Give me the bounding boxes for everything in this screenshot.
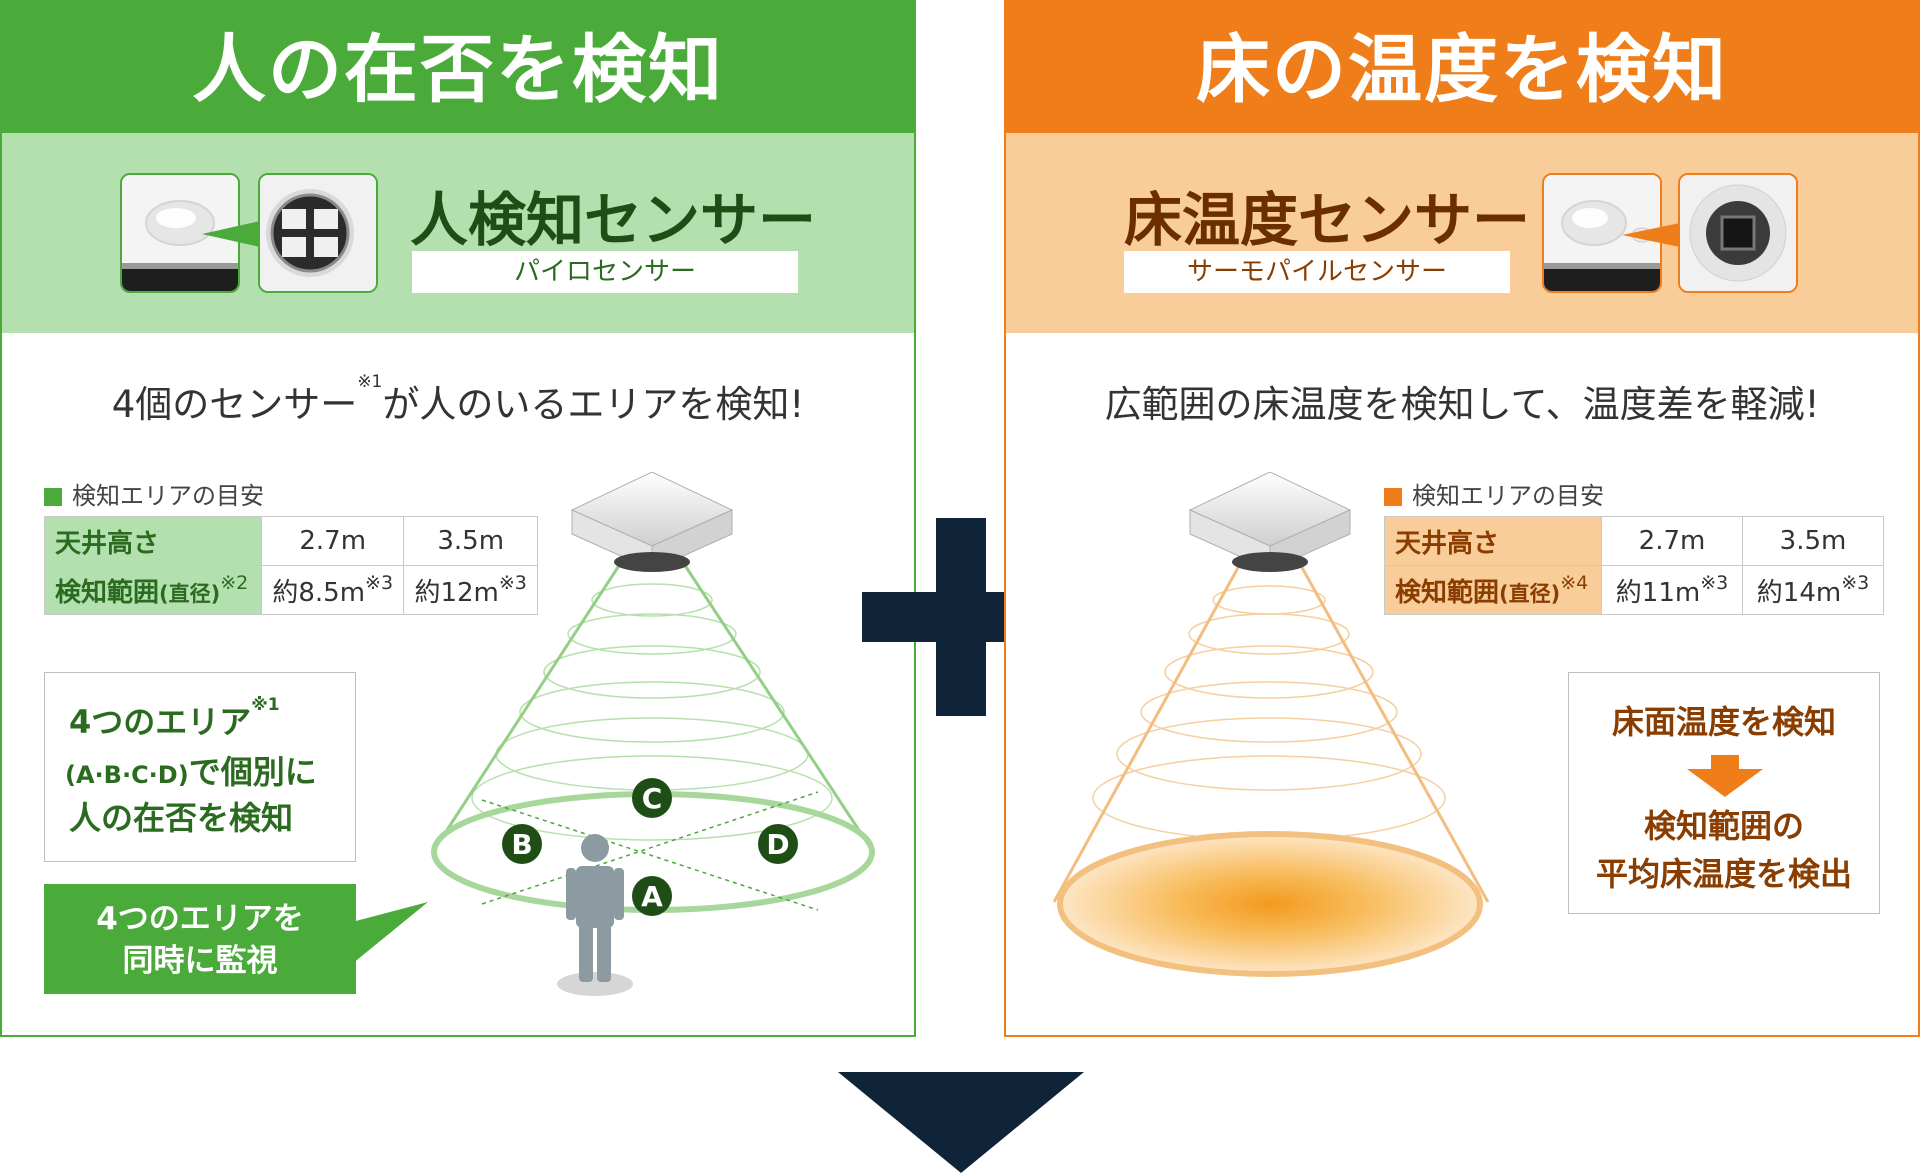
table-cell: 3.5m bbox=[403, 516, 538, 566]
floor-temperature-header: 床の温度を検知 bbox=[1006, 2, 1918, 133]
ceiling-height-label: 天井高さ bbox=[44, 516, 262, 566]
areas-line3: 人の在否を検知 bbox=[69, 799, 294, 837]
table-row: 検知範囲(直径)※4 約11m※3 約14m※3 bbox=[1384, 565, 1884, 615]
callout-line: 4つのエリアを bbox=[96, 901, 304, 937]
zone-c-marker bbox=[632, 778, 672, 818]
floor-spec-table: 天井高さ 2.7m 3.5m 検知範囲(直径)※4 約11m※3 約14m※3 bbox=[1384, 516, 1884, 615]
zone-b-marker bbox=[502, 824, 542, 864]
floor-temperature-cone bbox=[1052, 472, 1490, 977]
legend-square-icon bbox=[1384, 488, 1402, 506]
floor-sensor-band: 床温度センサー サーモパイルセンサー bbox=[1006, 133, 1918, 333]
zone-a-label: A bbox=[641, 880, 663, 913]
cell-value: 約14m bbox=[1756, 577, 1842, 608]
footnote-mark: ※1 bbox=[357, 372, 383, 392]
arrow-down-icon bbox=[1687, 755, 1763, 797]
person-detection-panel: 人の在否を検知 bbox=[0, 0, 916, 1037]
person-sensor-title: 人検知センサー bbox=[410, 186, 817, 254]
four-areas-box: 4つのエリア※1 (A·B·C·D)で個別に 人の在否を検知 bbox=[44, 672, 356, 862]
table-row: 天井高さ 2.7m 3.5m bbox=[44, 516, 538, 566]
table-cell: 2.7m bbox=[1601, 516, 1743, 566]
zone-a-marker bbox=[632, 876, 672, 916]
table-row: 天井高さ 2.7m 3.5m bbox=[1384, 516, 1884, 566]
sensor-zoom-connector bbox=[202, 221, 260, 247]
legend-label: 検知エリアの目安 bbox=[72, 482, 264, 510]
floor-sensor-subtitle: サーモパイルセンサー bbox=[1124, 251, 1510, 293]
sensor-zoom-connector bbox=[1622, 223, 1680, 247]
result-arrow-down-icon bbox=[838, 1072, 1084, 1173]
thermopile-sensor-photo bbox=[1678, 173, 1798, 293]
footnote-mark: ※3 bbox=[498, 571, 527, 594]
detection-range-label: 検知範囲(直径)※4 bbox=[1384, 565, 1602, 615]
footnote-mark: ※3 bbox=[365, 571, 394, 594]
floor-sensor-title: 床温度センサー bbox=[1124, 186, 1531, 254]
sensor-dome-photo bbox=[120, 173, 240, 293]
areas-letters: (A·B·C·D) bbox=[65, 761, 189, 789]
footnote-mark: ※3 bbox=[1841, 571, 1870, 594]
floor-detection-flow-box: 床面温度を検知 検知範囲の 平均床温度を検出 bbox=[1568, 672, 1880, 914]
zone-d-label: D bbox=[766, 828, 789, 861]
callout-line: 同時に監視 bbox=[122, 943, 278, 979]
cell-value: 約11m bbox=[1615, 577, 1701, 608]
label-small: (直径) bbox=[1499, 581, 1561, 606]
footnote-mark: ※2 bbox=[220, 571, 249, 594]
zone-c-label: C bbox=[642, 782, 663, 815]
floor-temperature-panel: 床の温度を検知 床温度センサー サーモパイルセンサー bbox=[1004, 0, 1920, 1037]
areas-text: 4つのエリア bbox=[69, 703, 252, 741]
floor-legend: 検知エリアの目安 bbox=[1384, 476, 1604, 511]
ceiling-cassette-icon bbox=[1188, 472, 1352, 572]
areas-line1: 4つのエリア※1 bbox=[69, 695, 280, 743]
pyro-sensor-photo bbox=[258, 173, 378, 293]
person-sensor-subtitle: パイロセンサー bbox=[412, 251, 798, 293]
table-row: 検知範囲(直径)※2 約8.5m※3 約12m※3 bbox=[44, 565, 538, 615]
flow-step2-line1: 検知範囲の bbox=[1643, 807, 1804, 845]
person-icon bbox=[557, 834, 633, 996]
floor-tagline: 広範囲の床温度を検知して、温度差を軽減! bbox=[1104, 383, 1820, 426]
footnote-mark: ※3 bbox=[1700, 571, 1729, 594]
flow-step1: 床面温度を検知 bbox=[1611, 703, 1836, 741]
person-legend: 検知エリアの目安 bbox=[44, 476, 264, 511]
person-detection-cone: C B D A bbox=[431, 472, 875, 996]
simultaneous-monitor-callout: 4つのエリアを 同時に監視 bbox=[44, 884, 356, 994]
footnote-mark: ※4 bbox=[1560, 571, 1589, 594]
cell-value: 約12m bbox=[414, 577, 499, 608]
tagline-part: 4個のセンサー bbox=[111, 383, 358, 426]
cell-value: 約8.5m bbox=[272, 577, 366, 608]
label-text: 検知範囲 bbox=[1395, 577, 1500, 608]
zone-d-marker bbox=[758, 824, 798, 864]
ceiling-height-label: 天井高さ bbox=[1384, 516, 1602, 566]
ceiling-cassette-icon bbox=[570, 472, 734, 572]
label-small: (直径) bbox=[159, 581, 221, 606]
table-cell: 約14m※3 bbox=[1742, 565, 1884, 615]
flow-step2-line2: 平均床温度を検出 bbox=[1595, 855, 1852, 893]
tagline-part: が人のいるエリアを検知! bbox=[382, 383, 805, 426]
zone-b-label: B bbox=[511, 828, 532, 861]
table-cell: 約11m※3 bbox=[1601, 565, 1743, 615]
label-text: 検知範囲 bbox=[55, 577, 160, 608]
areas-text: で個別に bbox=[188, 753, 317, 791]
person-spec-table: 天井高さ 2.7m 3.5m 検知範囲(直径)※2 約8.5m※3 約12m※3 bbox=[44, 516, 538, 615]
table-cell: 約8.5m※3 bbox=[260, 565, 405, 615]
legend-square-icon bbox=[44, 488, 62, 506]
table-cell: 3.5m bbox=[1742, 516, 1884, 566]
person-sensor-band: 人検知センサー パイロセンサー bbox=[2, 133, 914, 333]
areas-line2: (A·B·C·D)で個別に bbox=[65, 747, 317, 793]
callout-pointer bbox=[352, 902, 428, 964]
legend-label: 検知エリアの目安 bbox=[1412, 482, 1604, 510]
person-detection-header: 人の在否を検知 bbox=[2, 2, 914, 133]
footnote-mark: ※1 bbox=[251, 695, 280, 715]
person-tagline: 4個のセンサー※1が人のいるエリアを検知! bbox=[2, 372, 914, 428]
table-cell: 約12m※3 bbox=[403, 565, 538, 615]
detection-range-label: 検知範囲(直径)※2 bbox=[44, 565, 262, 615]
table-cell: 2.7m bbox=[260, 516, 405, 566]
